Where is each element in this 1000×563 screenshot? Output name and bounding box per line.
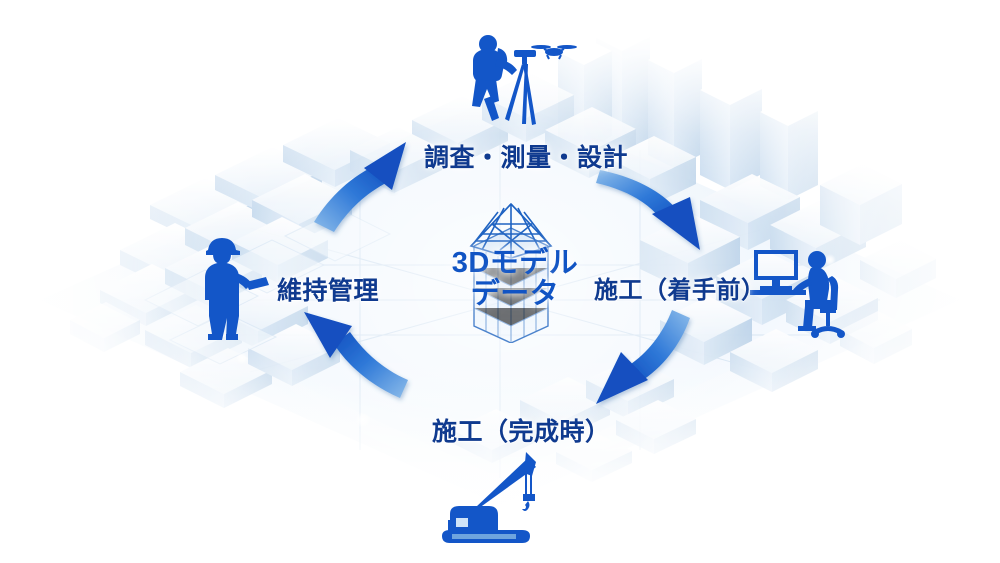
worker-with-tablet-icon xyxy=(205,238,269,340)
stage-label-survey: 調査・測量・設計 xyxy=(424,144,629,172)
center-title: 3Dモデル データ xyxy=(440,247,590,311)
arrow-complete-to-maintenance xyxy=(304,312,408,398)
person-at-computer-icon xyxy=(750,250,845,338)
stage-label-construction-before: 施工（着手前） xyxy=(594,277,766,304)
crawler-crane-icon xyxy=(442,452,536,543)
arrow-construction-to-complete xyxy=(596,310,690,404)
surveyor-with-tripod-icon xyxy=(472,35,577,125)
arrow-maintenance-to-survey xyxy=(314,142,406,232)
center-title-line1: 3Dモデル xyxy=(451,247,579,279)
arrow-survey-to-construction xyxy=(596,170,700,250)
center-title-line2: データ xyxy=(470,278,560,311)
stage-label-construction-complete: 施工（完成時） xyxy=(432,418,611,446)
stage-label-maintenance: 維持管理 xyxy=(277,277,380,305)
wireframe-building-icon xyxy=(469,202,553,343)
